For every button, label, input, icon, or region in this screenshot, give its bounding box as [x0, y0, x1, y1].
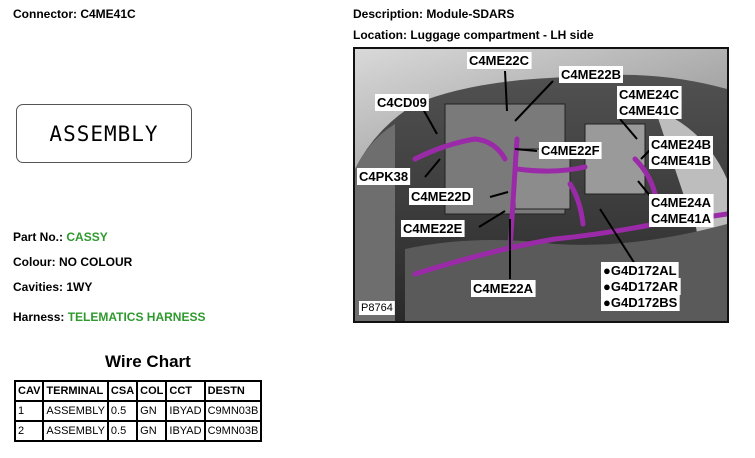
colour-row: Colour: NO COLOUR — [13, 255, 132, 269]
connector-label: Connector: C4ME41C — [13, 7, 136, 21]
callout-labels: C4ME22C C4ME22B C4CD09 C4ME24C C4ME41C C… — [357, 52, 714, 315]
table-row: 1 ASSEMBLY 0.5 GN IBYAD C9MN03B — [13, 400, 263, 422]
location-label: Location: Luggage compartment - LH side — [353, 28, 594, 42]
callout-g4d172al: ●G4D172AL — [603, 263, 677, 278]
table-cell: GN — [136, 420, 168, 442]
part-no-key: Part No.: — [13, 230, 64, 244]
callout-c4me22b: C4ME22B — [561, 67, 621, 82]
column-header: CCT — [165, 380, 206, 402]
table-cell: ASSEMBLY — [42, 420, 109, 442]
callout-c4me22e: C4ME22E — [403, 221, 463, 236]
callout-background — [649, 210, 714, 227]
wire-chart-title: Wire Chart — [105, 352, 191, 371]
callout-background — [375, 94, 429, 111]
table-cell: 1 — [13, 400, 45, 422]
part-no-row: Part No.: CASSY — [13, 230, 108, 244]
table-cell: GN — [136, 400, 168, 422]
callout-c4me24a: C4ME24A — [651, 195, 712, 210]
callout-background — [649, 136, 713, 153]
callout-c4me22d: C4ME22D — [411, 189, 471, 204]
trim-panel — [355, 49, 727, 169]
callout-background — [649, 194, 714, 211]
callout-background — [649, 152, 713, 169]
callout-background — [539, 142, 602, 159]
harness-value: TELEMATICS HARNESS — [67, 310, 206, 324]
callout-background — [559, 66, 623, 83]
cavities-row: Cavities: 1WY — [13, 280, 92, 294]
assembly-box: ASSEMBLY — [16, 104, 192, 163]
callout-g4d172bs: ●G4D172BS — [603, 295, 678, 310]
callout-background — [357, 168, 411, 185]
callout-background — [467, 52, 532, 69]
cavities-value: 1WY — [66, 280, 93, 294]
location-photo-svg: C4ME22C C4ME22B C4CD09 C4ME24C C4ME41C C… — [355, 49, 727, 321]
table-cell: 0.5 — [106, 420, 139, 442]
callout-c4pk38: C4PK38 — [359, 169, 408, 184]
callout-background — [601, 294, 680, 311]
leader-lines — [422, 70, 652, 279]
column-header: TERMINAL — [42, 380, 109, 402]
table-cell: C9MN03B — [203, 400, 263, 422]
table-header-row: CAV TERMINAL CSA COL CCT DESTN — [13, 380, 263, 402]
callout-c4me24b: C4ME24B — [651, 137, 711, 152]
table-cell: IBYAD — [165, 400, 206, 422]
callout-background — [617, 102, 682, 119]
column-header: CAV — [13, 380, 45, 402]
callout-c4me22a: C4ME22A — [473, 281, 534, 296]
callout-background — [359, 301, 395, 315]
table-row: 2 ASSEMBLY 0.5 GN IBYAD C9MN03B — [13, 420, 263, 442]
callout-background — [601, 262, 679, 279]
location-photo: C4ME22C C4ME22B C4CD09 C4ME24C C4ME41C C… — [353, 47, 729, 323]
callout-background — [401, 220, 465, 237]
harness-key: Harness: — [13, 310, 65, 324]
table-cell: IBYAD — [165, 420, 206, 442]
callout-c4me41b: C4ME41B — [651, 153, 711, 168]
table-cell: 0.5 — [106, 400, 139, 422]
callout-background — [409, 188, 473, 205]
part-no-value: CASSY — [66, 230, 108, 244]
callout-background — [617, 86, 682, 103]
colour-key: Colour: — [13, 255, 56, 269]
harness-row: Harness: TELEMATICS HARNESS — [13, 310, 206, 324]
callout-c4me41c: C4ME41C — [619, 103, 680, 118]
column-header: CSA — [106, 380, 139, 402]
callout-c4me24c: C4ME24C — [619, 87, 680, 102]
table-cell: ASSEMBLY — [42, 400, 109, 422]
cavities-key: Cavities: — [13, 280, 64, 294]
column-header: DESTN — [203, 380, 263, 402]
wire-chart-table: CAV TERMINAL CSA COL CCT DESTN 1 ASSEMBL… — [13, 380, 263, 442]
callout-c4me41a: C4ME41A — [651, 211, 712, 226]
callout-g4d172ar: ●G4D172AR — [603, 279, 679, 294]
table-cell: 2 — [13, 420, 45, 442]
callout-background — [471, 280, 536, 297]
photo-reference: P8764 — [361, 302, 393, 314]
callout-c4cd09: C4CD09 — [377, 95, 427, 110]
description-label: Description: Module-SDARS — [353, 7, 515, 21]
callout-background — [601, 278, 681, 295]
colour-value: NO COLOUR — [59, 255, 133, 269]
table-cell: C9MN03B — [203, 420, 263, 442]
callout-c4me22f: C4ME22F — [541, 143, 600, 158]
callout-c4me22c: C4ME22C — [469, 53, 530, 68]
assembly-text: ASSEMBLY — [49, 121, 159, 146]
column-header: COL — [136, 380, 168, 402]
